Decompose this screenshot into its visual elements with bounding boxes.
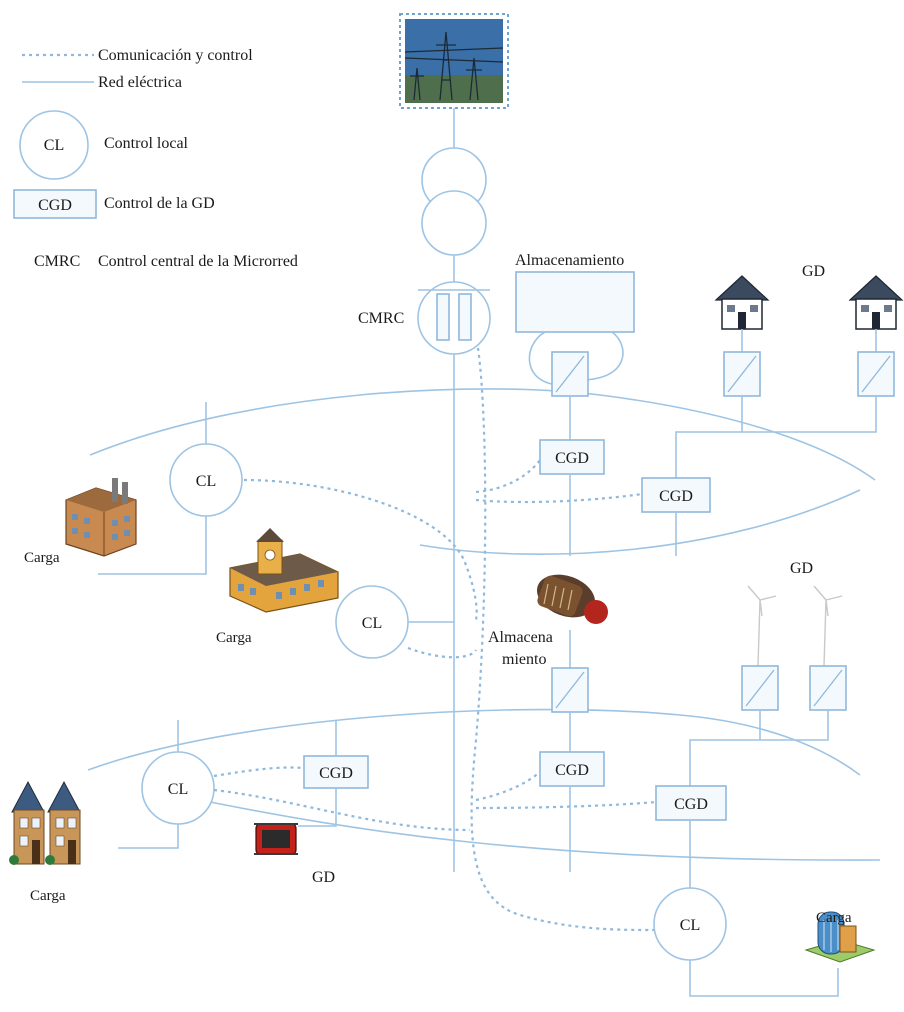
cgd-wind — [655, 785, 727, 821]
flywheel-storage-icon — [536, 574, 608, 624]
legend-cgd-box — [13, 189, 97, 219]
gd-generator-label: GD — [312, 869, 335, 886]
carga-factory-label: Carga — [24, 550, 60, 566]
gd-wind-label: GD — [790, 560, 813, 577]
generator-icon — [254, 823, 298, 855]
svg-text:CGD: CGD — [674, 796, 708, 813]
storage-battery — [515, 271, 635, 333]
svg-text:CL: CL — [196, 473, 216, 490]
cmrc-breaker-left — [436, 293, 450, 341]
legend-cgd-symbol: CGD — [38, 197, 72, 214]
svg-text:CL: CL — [680, 917, 700, 934]
pylon-icon — [404, 31, 504, 101]
wind-turbine-icon — [813, 585, 843, 667]
transformer-coil-bottom — [421, 190, 487, 256]
gd-houses-label: GD — [802, 263, 825, 280]
legend-cl-desc: Control local — [104, 135, 189, 152]
legend-communication: Comunicación y control — [98, 47, 253, 64]
cgd-storage-mid — [539, 751, 605, 787]
legend-grid: Red eléctrica — [98, 74, 182, 91]
house-icon — [848, 275, 904, 330]
cmrc-breaker-right — [458, 293, 472, 341]
townhouses-icon — [9, 780, 81, 865]
carga-school-label: Carga — [216, 630, 252, 646]
wind-turbine-icon — [747, 585, 777, 667]
legend-cgd-desc: Control de la GD — [104, 195, 215, 212]
carga-tower-label: Carga — [816, 910, 852, 926]
svg-text:CGD: CGD — [659, 488, 693, 505]
storage-top-label: Almacenamiento — [515, 252, 624, 269]
house-icon — [714, 275, 770, 330]
svg-text:CGD: CGD — [319, 765, 353, 782]
svg-text:CL: CL — [362, 615, 382, 632]
legend-cl-circle — [19, 110, 89, 180]
feeder-2-lower — [199, 799, 881, 861]
carga-houses-label: Carga — [30, 888, 66, 904]
legend-cl-symbol: CL — [44, 137, 64, 154]
legend: Comunicación y control Red eléctrica CL … — [13, 47, 298, 270]
storage-mid-label-2: miento — [502, 651, 546, 668]
cgd-storage-top — [539, 439, 605, 475]
communication-lines — [213, 347, 657, 932]
svg-text:CGD: CGD — [555, 762, 589, 779]
office-tower-icon — [804, 911, 876, 963]
svg-text:CGD: CGD — [555, 450, 589, 467]
cmrc-label: CMRC — [358, 310, 404, 327]
feeder-1-lower — [419, 489, 861, 555]
grid-source — [399, 13, 509, 109]
svg-text:CL: CL — [168, 781, 188, 798]
legend-cmrc-symbol: CMRC — [34, 253, 80, 270]
school-building-icon — [229, 528, 339, 613]
cgd-houses — [641, 477, 711, 513]
cmrc-circle — [417, 281, 491, 355]
storage-mid-label-1: Almacena — [488, 629, 553, 646]
factory-icon — [65, 478, 137, 557]
legend-cmrc-desc: Control central de la Microrred — [98, 253, 298, 270]
